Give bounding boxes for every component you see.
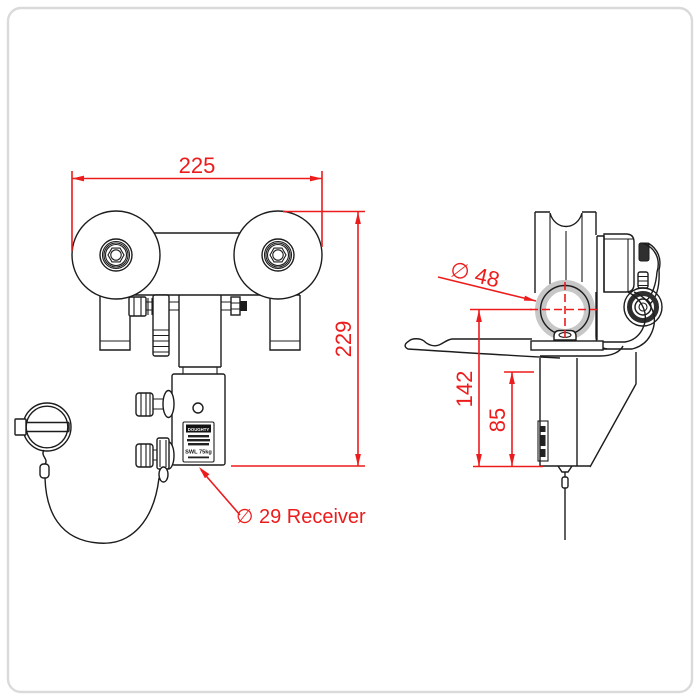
right-hub [261,238,295,272]
receiver-box: DOUGHTY SWL 75kg [171,373,226,466]
receiver-callout-text: ∅ 29 Receiver [236,506,366,528]
pulley-wheel [534,211,597,293]
trolley-legs [99,295,301,351]
left-bolt-assembly [128,294,179,357]
dim-85-text: 85 [485,408,510,432]
ring-pull-pin [14,402,72,479]
dim-height-text: 229 [331,321,356,358]
pull-string [561,472,569,540]
bolt-end [240,301,247,311]
product-label-brand: DOUGHTY [188,427,210,432]
dim-142: 142 [452,308,532,466]
right-bolt-assembly [221,296,247,316]
dim-width-text: 225 [179,153,216,178]
left-hub [99,238,133,272]
dim-85: 85 [473,371,543,468]
lower-body [537,352,637,473]
clamp-arm [404,338,624,359]
product-label: DOUGHTY SWL 75kg [182,421,215,463]
front-view: DOUGHTY SWL 75kg [14,210,323,544]
lanyard-cable [44,477,160,544]
dim-width: 225 [71,153,323,251]
dimensions: 225 229 ∅ 48 142 [71,153,601,528]
product-label-swl: SWL 75kg [185,450,212,456]
drawing-border [6,6,694,694]
top-clamp-knob [135,389,175,419]
dim-height: 229 [231,210,365,467]
trolley-wheels [71,210,323,300]
safety-pin-tab [156,437,170,483]
center-column [178,295,222,374]
receiver-callout: ∅ 29 Receiver [199,467,366,528]
axle-housing [596,233,635,340]
dim-142-text: 142 [452,371,477,408]
